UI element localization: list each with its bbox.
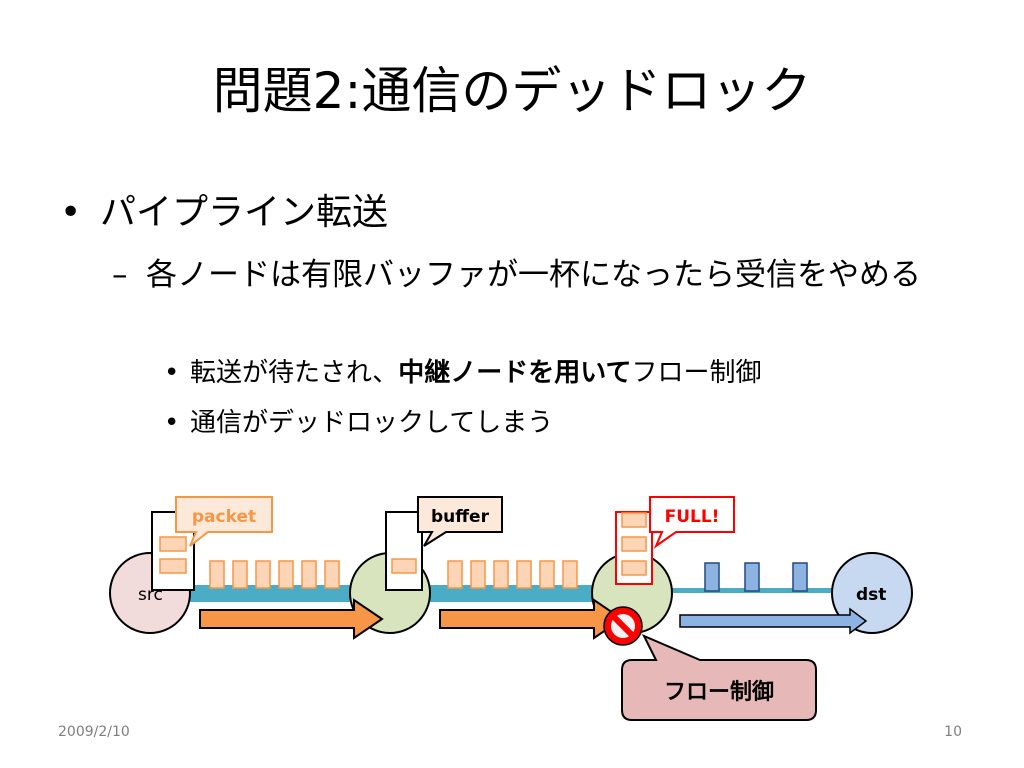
svg-text:FULL!: FULL! <box>665 507 720 527</box>
link-src-relay1 <box>186 585 358 602</box>
in-flight-packet <box>516 560 532 589</box>
in-flight-packet <box>301 560 317 589</box>
svg-text:buffer: buffer <box>431 507 490 527</box>
relay1-buffer <box>385 511 423 591</box>
buffer-packet <box>621 536 647 552</box>
buffer-packet <box>159 536 187 552</box>
page-number: 10 <box>944 724 962 740</box>
bullet-dot-icon: • <box>164 408 180 438</box>
svg-text:フロー制御: フロー制御 <box>664 679 774 705</box>
src-label: src <box>138 585 163 605</box>
transfer-arrow-2 <box>439 598 624 640</box>
delivered-packet <box>744 562 760 592</box>
delivered-packet <box>704 562 720 592</box>
slide-title: 問題2:通信のデッドロック <box>212 62 812 120</box>
buffer-packet <box>621 512 647 528</box>
in-flight-packet <box>209 560 225 589</box>
bullet-dash-icon: – <box>112 257 128 293</box>
in-flight-packet <box>539 560 555 589</box>
stop-icon <box>603 606 643 646</box>
in-flight-packet <box>562 560 578 589</box>
buffer-packet <box>159 558 187 574</box>
dst-label: dst <box>856 585 886 605</box>
delivered-packet <box>792 562 808 592</box>
in-flight-packet <box>324 560 340 589</box>
link-relay1-relay2 <box>426 585 598 602</box>
in-flight-packet <box>255 560 271 589</box>
full-callout: FULL! <box>649 496 735 549</box>
transfer-arrow-1 <box>199 598 384 640</box>
in-flight-packet <box>470 560 486 589</box>
footer-date: 2009/2/10 <box>58 724 130 740</box>
buffer-callout: buffer <box>417 496 503 547</box>
in-flight-packet <box>447 560 463 589</box>
buffer-packet <box>621 560 647 576</box>
in-flight-packet <box>278 560 294 589</box>
in-flight-packet <box>232 560 248 589</box>
bullet-dot-icon: • <box>60 192 82 233</box>
transfer-arrow-3 <box>679 607 868 635</box>
svg-text:packet: packet <box>192 507 256 527</box>
packet-callout: packet <box>175 496 273 547</box>
in-flight-packet <box>493 560 509 589</box>
bullet-dot-icon: • <box>164 358 180 388</box>
buffer-packet <box>391 558 417 574</box>
bullet-finite-buffer: – 各ノードは有限バッファが一杯になったら受信をやめる <box>112 257 921 293</box>
flow-control-callout: フロー制御 <box>621 634 817 721</box>
